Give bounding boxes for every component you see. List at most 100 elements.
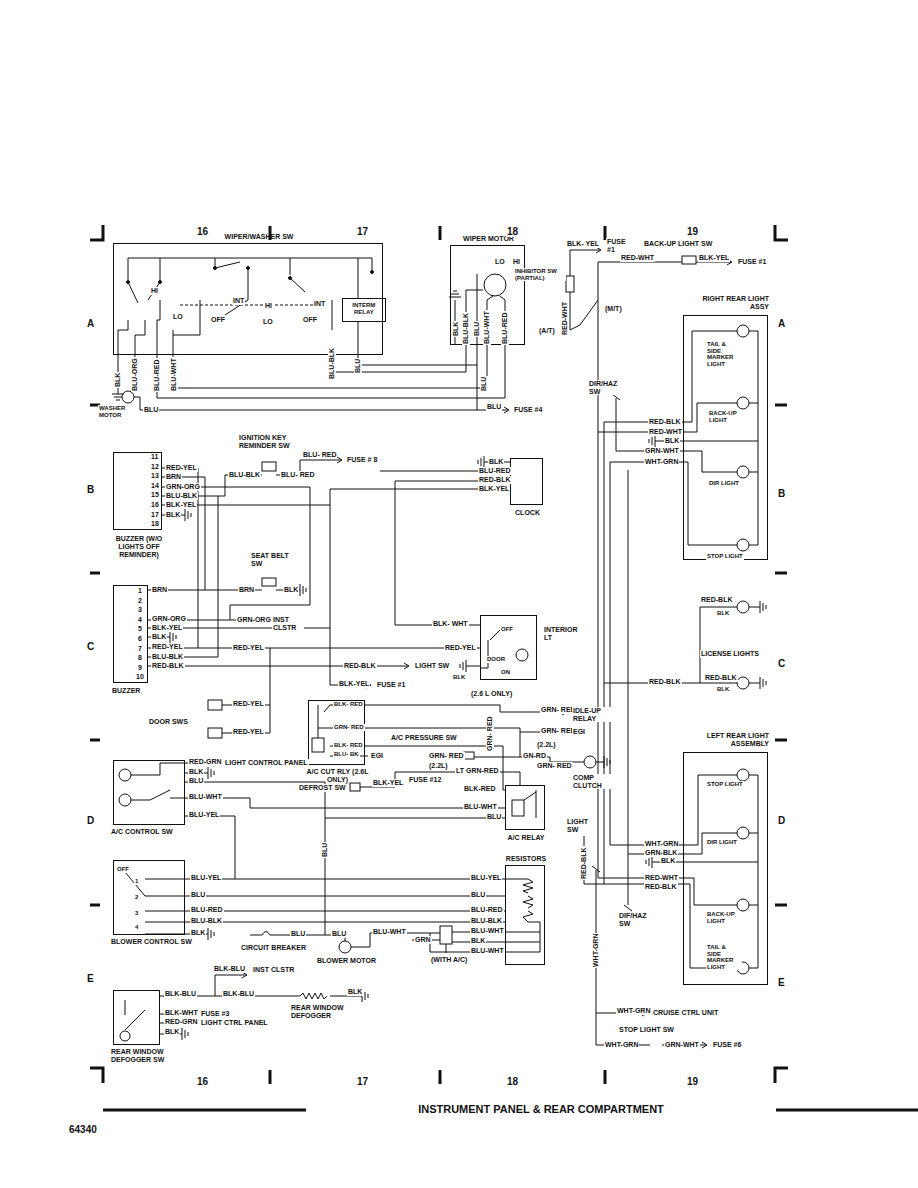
wire-label: 15 — [150, 491, 160, 499]
component-name: REAR WINDOW DEFOGGER SW — [111, 1048, 181, 1064]
component-box: INTERM RELAY — [342, 298, 386, 322]
wire-connector — [332, 345, 466, 372]
wire-label: BLK — [664, 437, 680, 445]
wire-label: GRN — [414, 936, 432, 944]
wire-label: BLU-ORG — [131, 357, 139, 392]
component-name: BUZZER — [112, 687, 157, 695]
component-symbol — [737, 601, 749, 613]
wire-connector — [365, 746, 505, 790]
wire-label: BLU-WHT — [188, 793, 223, 801]
ground-symbol — [182, 990, 368, 1040]
wire-label: CRUISE CTRL UNIT — [652, 1009, 719, 1017]
component-symbol — [737, 325, 749, 337]
wire-label: BLU-WHT — [483, 310, 491, 345]
wire-label: 7 — [137, 645, 143, 653]
wire-label: BLK — [470, 937, 486, 945]
wire-connector — [185, 798, 505, 808]
wire — [185, 763, 325, 935]
wire-label: DIR/HAZ SW — [588, 380, 620, 395]
diagram-title: INSTRUMENT PANEL & REAR COMPARTMENT — [310, 1103, 772, 1115]
switch-contacts — [128, 258, 372, 315]
wire-label: REAR WINDOW DEFOGGER — [290, 1004, 352, 1019]
wire-label: TAIL & SIDE MARKER LIGHT — [706, 341, 742, 367]
wire-label: CIRCUIT BREAKER — [240, 944, 307, 952]
wire-label: (2.2L) — [536, 741, 557, 749]
wire-label: RED-YEL — [444, 644, 477, 652]
wire-label: RED-BLK — [151, 662, 185, 670]
wire-label: 18 — [150, 520, 160, 528]
wire-label: BLK-RED — [463, 785, 497, 793]
wire-label: 10 — [135, 673, 145, 681]
wire-label: INT — [232, 297, 245, 305]
wire-label: FUSE #1 — [737, 258, 767, 266]
wire-label: ON — [500, 669, 511, 676]
wire-label: GRN-WHT — [644, 447, 680, 455]
wire-label: (A/T) — [538, 327, 556, 335]
wire — [570, 250, 731, 330]
switch-contacts — [118, 300, 358, 335]
wire-label: STOP LIGHT — [706, 781, 744, 788]
wire-label: RED-BLK — [478, 476, 512, 484]
component-symbol — [737, 677, 749, 689]
wire-label: DEFROST SW — [298, 784, 347, 792]
wire-label: 19 — [686, 1076, 699, 1087]
wire-label: STOP LIGHT SW — [618, 1026, 675, 1034]
wire-label: BLK — [488, 458, 504, 466]
wire-label: FUSE #6 — [712, 1041, 742, 1049]
wire-label: INT — [313, 300, 326, 308]
component-box: REAR WINDOW DEFOGGER SW — [113, 990, 160, 1045]
ground-symbol — [646, 856, 652, 868]
wire-label: RED-BLK — [648, 418, 682, 426]
wire-label: BLK — [114, 372, 122, 388]
wire-label: BLU — [470, 891, 486, 899]
wire-label: LICENSE LIGHTS — [700, 650, 760, 658]
wire-label: RED-BLK — [644, 883, 678, 891]
wire-label: HI — [150, 287, 159, 295]
wire-label: RED-YEL — [232, 700, 265, 708]
wire-label: GRN-ORG — [151, 615, 187, 623]
wire-label: OFF — [116, 866, 130, 873]
wire-label: RED-BLK — [700, 596, 734, 604]
wire — [505, 879, 540, 952]
wire — [125, 872, 505, 934]
switch-contacts — [214, 267, 217, 270]
wire-label: WHT-GRN — [604, 1041, 639, 1049]
wire-label: 13 — [150, 472, 160, 480]
wire-label: 17 — [356, 1076, 369, 1087]
wire-label: LO — [494, 258, 506, 266]
component-symbol — [737, 397, 749, 409]
wire-label: FUSE #1 — [376, 681, 406, 689]
component-symbol — [737, 466, 749, 478]
component-symbol — [592, 394, 632, 911]
wire-label: E — [777, 977, 786, 988]
wire-label: BLK-YEL — [165, 501, 197, 509]
wire-label: GRN-ORG — [165, 483, 201, 491]
component-symbol — [262, 462, 276, 471]
wire-label: BLU — [190, 891, 206, 899]
wire-label: 18 — [506, 226, 519, 237]
wire-label: 19 — [686, 226, 699, 237]
wire-label: 4 — [137, 616, 143, 624]
wire-label: BLK-BLU — [222, 990, 255, 998]
component-symbol — [119, 769, 131, 781]
wire-label: BLK — [190, 929, 206, 937]
wire-label: STOP LIGHT — [706, 553, 744, 560]
wire-label: 9 — [137, 664, 143, 672]
wire-label: GRN- RED — [540, 706, 577, 714]
wire-label: BLK-BLU — [164, 990, 197, 998]
switch-contacts — [127, 281, 130, 284]
wire-label: GRN- RED — [428, 752, 465, 760]
wire-label: FUSE #12 — [408, 776, 442, 784]
wire-label: BRN — [165, 473, 182, 481]
component-symbol — [737, 539, 749, 551]
component-symbol — [122, 391, 134, 403]
wire-label: BLU-RED — [470, 906, 504, 914]
wire-label: TAIL & SIDE MARKER LIGHT — [706, 944, 742, 970]
component-name: RIGHT REAR LIGHT ASSY — [684, 295, 769, 311]
component-symbol — [512, 800, 524, 816]
wire-label: LIGHT SW — [414, 662, 450, 670]
wire-label: IDLE-UP RELAY — [572, 707, 614, 722]
switch-contacts — [159, 281, 162, 284]
switch-contacts — [118, 258, 374, 335]
component-symbol — [524, 790, 536, 818]
